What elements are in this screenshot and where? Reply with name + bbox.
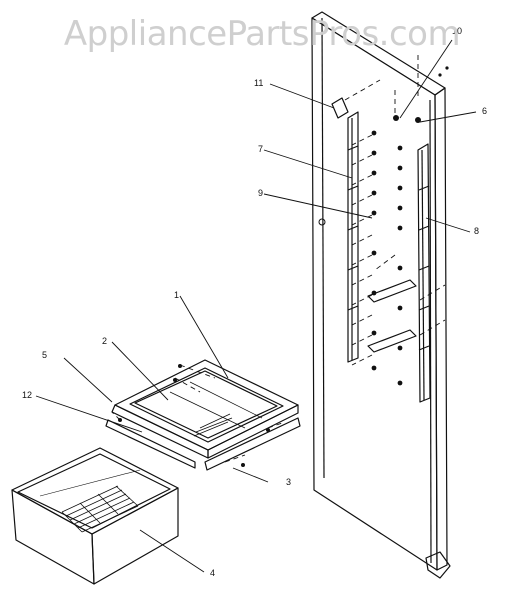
callout-11: 11 (254, 78, 263, 88)
callout-8: 8 (474, 226, 479, 236)
crisper-shelf-frame (111, 359, 299, 459)
callout-labels: 1 2 3 4 5 6 7 8 9 10 11 12 (22, 26, 487, 578)
site-watermark: AppliancePartsPros.com (63, 14, 461, 54)
callout-4: 4 (210, 568, 215, 578)
top-bracket (331, 97, 349, 119)
mounting-screws (118, 66, 449, 467)
drawer-grate (61, 485, 139, 533)
slide-rail (204, 417, 301, 471)
left-shelf-rail (347, 111, 359, 363)
callout-2: 2 (102, 336, 107, 346)
callout-5: 5 (42, 350, 47, 360)
callout-3: 3 (286, 477, 291, 487)
front-trim (105, 419, 196, 469)
callout-6: 6 (482, 106, 487, 116)
right-shelf-rail (417, 143, 431, 403)
shelf-support-brackets (367, 279, 417, 353)
callout-7: 7 (258, 144, 263, 154)
callout-12: 12 (22, 390, 32, 400)
leveling-leg (425, 551, 451, 579)
leader-lines (35, 39, 477, 573)
glass-shelf-insert (134, 370, 278, 439)
callout-1: 1 (174, 290, 179, 300)
callout-9: 9 (258, 188, 263, 198)
callout-10: 10 (452, 26, 462, 36)
crisper-drawer (11, 447, 179, 585)
